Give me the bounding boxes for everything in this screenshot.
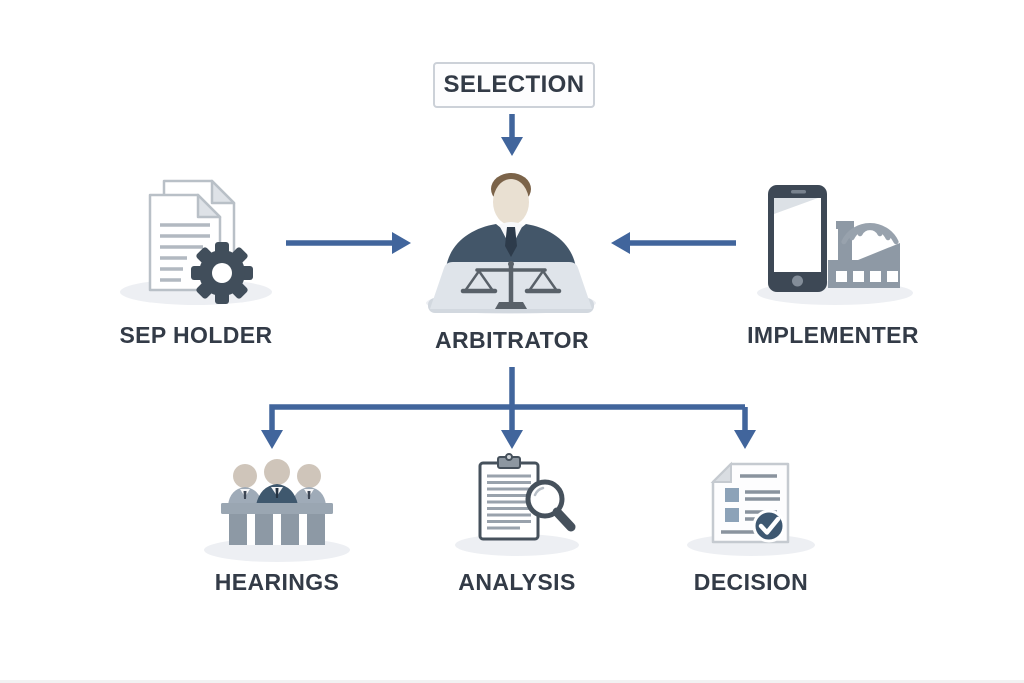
checkmark-badge-icon <box>752 509 786 543</box>
bottom-edge-line <box>0 680 1024 683</box>
judge-at-bench-scales-icon <box>426 173 596 314</box>
scales-of-justice-icon <box>460 261 562 309</box>
document-checkmark-icon <box>687 461 815 556</box>
clipboard-text-lines <box>487 474 531 530</box>
selection-label: SELECTION <box>443 71 585 98</box>
selection-box: SELECTION <box>433 62 595 108</box>
implementer-label: IMPLEMENTER <box>747 322 919 348</box>
arrow-arbitrator-branch <box>269 367 748 431</box>
analysis-label: ANALYSIS <box>458 569 576 595</box>
panel-of-judges-bench-icon <box>204 459 350 562</box>
factory-icon <box>828 221 900 288</box>
sep-holder-label: SEP HOLDER <box>119 322 273 348</box>
document-text-lines <box>160 223 210 282</box>
clipboard-magnifier-icon <box>455 453 579 556</box>
tie <box>505 227 517 257</box>
magnifier-icon <box>525 479 576 532</box>
face <box>493 179 529 225</box>
arbitrator-label: ARBITRATOR <box>435 327 589 353</box>
decision-label: DECISION <box>693 569 809 595</box>
hearings-label: HEARINGS <box>214 569 340 595</box>
documents-gear-icon <box>120 179 272 305</box>
gear-icon <box>191 242 253 304</box>
wifi-icon <box>841 223 899 245</box>
bench-top <box>221 503 333 514</box>
smartphone-factory-wifi-icon <box>757 185 913 305</box>
smartphone-icon <box>768 185 827 292</box>
